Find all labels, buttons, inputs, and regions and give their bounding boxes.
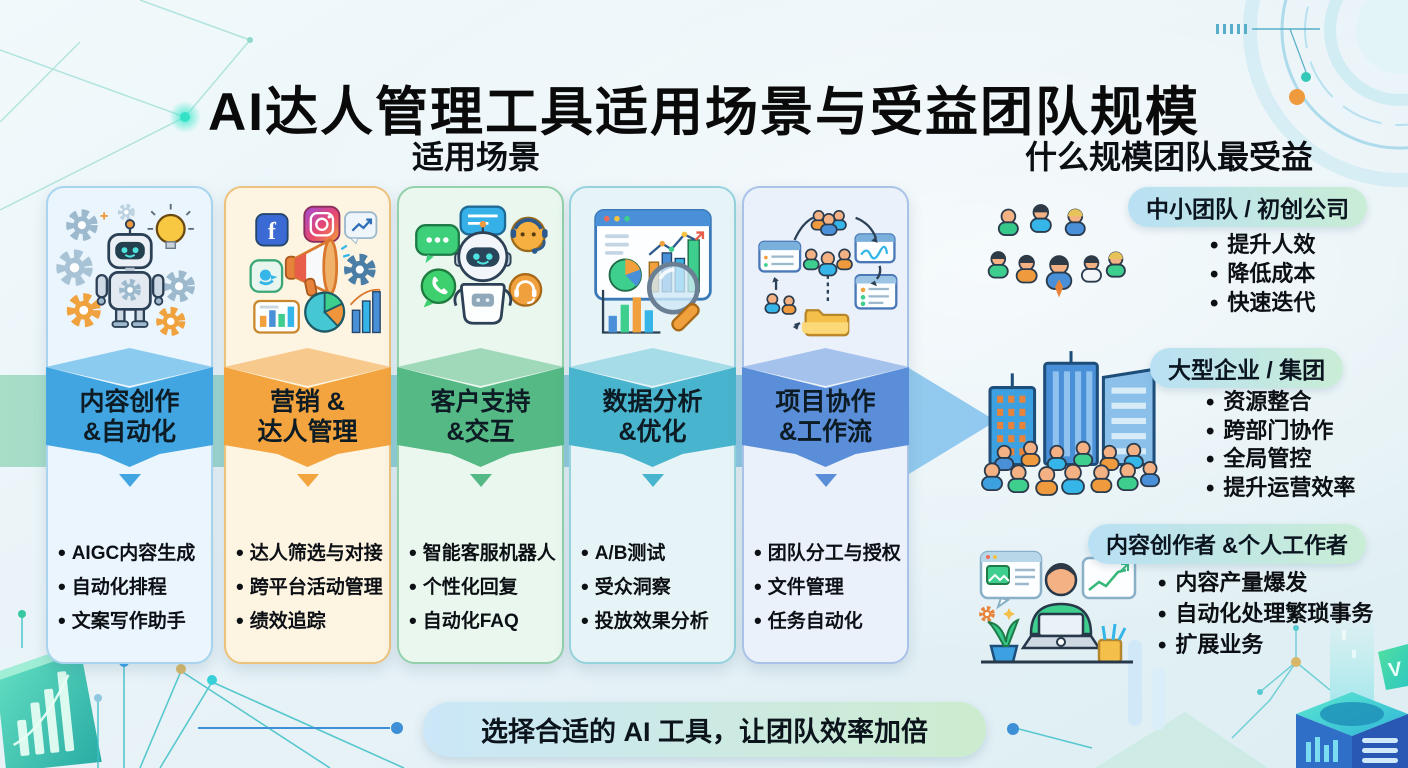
creator-icon: [975, 538, 1140, 673]
scenario-title-line1: 营销 &: [269, 388, 345, 416]
down-caret-icon: [118, 474, 141, 487]
team-size-badge: 大型企业 / 集团: [1150, 348, 1344, 388]
banner-connector-line-right: [1018, 728, 1093, 749]
robot-automation-icon: [48, 192, 211, 348]
benefit-item: 内容产量爆发: [1158, 568, 1373, 599]
node-dot: [1257, 689, 1263, 695]
down-caret-icon: [469, 474, 492, 487]
scenario-title-line1: 项目协作: [775, 388, 876, 416]
down-caret-icon: [296, 474, 319, 487]
scenario-item: 投放效果分析: [581, 604, 730, 638]
scenario-item: AIGC内容生成: [58, 536, 207, 570]
scenario-item: A/B测试: [581, 536, 730, 570]
mint-wedge: [1095, 712, 1268, 768]
scenario-card-4: 数据分析 &优化 A/B测试受众洞察投放效果分析: [569, 186, 736, 664]
scenario-title-line2: &交互: [446, 418, 515, 446]
node-dot: [176, 664, 186, 674]
benefit-item-list: 资源整合跨部门协作全局管控提升运营效率: [1206, 388, 1355, 502]
scenario-item: 智能客服机器人: [409, 536, 558, 570]
collaboration-workflow-icon: [744, 192, 907, 348]
page-title: AI达人管理工具适用场景与受益团队规模: [208, 82, 1200, 142]
scenario-title-line2: &工作流: [778, 418, 873, 446]
benefit-item: 扩展业务: [1158, 630, 1373, 661]
v-badge: [1378, 644, 1408, 690]
benefit-item: 自动化处理繁琐事务: [1158, 599, 1373, 630]
scenario-item: 跨平台活动管理: [236, 570, 385, 604]
scenario-item: 团队分工与授权: [754, 536, 903, 570]
dash-marks: [1216, 24, 1247, 34]
scenario-item: 文件管理: [754, 570, 903, 604]
scenario-band: 内容创作 &自动化: [46, 348, 213, 498]
svg-text:V: V: [1387, 658, 1404, 682]
scenario-title-line2: 达人管理: [257, 418, 358, 446]
benefit-item: 提升运营效率: [1206, 474, 1355, 503]
node-dot: [247, 37, 253, 43]
scenario-item: 受众洞察: [581, 570, 730, 604]
scenario-item: 个性化回复: [409, 570, 558, 604]
small-team-icon: [978, 190, 1130, 332]
scenario-title-line2: &自动化: [82, 418, 177, 446]
scenario-item-list: 团队分工与授权文件管理任务自动化: [754, 536, 903, 638]
scenario-item: 自动化排程: [58, 570, 207, 604]
team-size-badge: 中小团队 / 初创公司: [1128, 187, 1368, 227]
benefit-item: 全局管控: [1206, 445, 1355, 474]
svg-text:f: f: [267, 219, 276, 245]
scenario-item-list: AIGC内容生成自动化排程文案写作助手: [58, 536, 207, 638]
benefit-item: 跨部门协作: [1206, 417, 1355, 446]
scenario-item: 自动化FAQ: [409, 604, 558, 638]
scenario-item: 达人筛选与对接: [236, 536, 385, 570]
benefit-item-list: 内容产量爆发自动化处理繁琐事务扩展业务: [1158, 568, 1373, 661]
scenario-item-list: 达人筛选与对接跨平台活动管理绩效追踪: [236, 536, 385, 638]
scenario-band: 营销 & 达人管理: [224, 348, 391, 498]
teams-header: 什么规模团队最受益: [1024, 139, 1313, 175]
scenario-card-2: f 营销 & 达人管理 达人筛选与对接跨平台活动管理绩效追踪: [224, 186, 391, 664]
scenario-item: 文案写作助手: [58, 604, 207, 638]
scenario-band: 数据分析 &优化: [569, 348, 736, 498]
banner-connector-dot-left: [391, 722, 403, 734]
benefit-item: 提升人效: [1210, 231, 1315, 260]
scenario-title-line2: &优化: [618, 418, 687, 446]
benefit-item: 快速迭代: [1210, 289, 1315, 318]
scenario-card-3: 客户支持 &交互 智能客服机器人个性化回复自动化FAQ: [397, 186, 564, 664]
scenario-title-line1: 客户支持: [430, 388, 531, 416]
banner-connector-dot-right: [1007, 723, 1019, 735]
enterprise-icon: [972, 343, 1168, 505]
node-dot: [18, 610, 26, 618]
scenario-band: 项目协作 &工作流: [742, 348, 909, 498]
node-dot: [94, 694, 102, 702]
scenario-card-1: 内容创作 &自动化 AIGC内容生成自动化排程文案写作助手: [46, 186, 213, 664]
down-caret-icon: [814, 474, 837, 487]
scenario-item: 任务自动化: [754, 604, 903, 638]
benefit-item: 降低成本: [1210, 260, 1315, 289]
light-streak: [1152, 668, 1165, 730]
scenario-item: 绩效追踪: [236, 604, 385, 638]
down-caret-icon: [641, 474, 664, 487]
data-analytics-icon: [571, 192, 734, 348]
benefit-item: 资源整合: [1206, 388, 1355, 417]
scenario-title-line1: 内容创作: [79, 388, 180, 416]
benefit-item-list: 提升人效降低成本快速迭代: [1210, 231, 1315, 318]
chatbot-support-icon: [399, 192, 562, 348]
team-size-badge: 内容创作者 &个人工作者: [1088, 524, 1367, 564]
scenarios-header: 适用场景: [411, 139, 540, 175]
scenario-card-5: 项目协作 &工作流 团队分工与授权文件管理任务自动化: [742, 186, 909, 664]
node-dot: [207, 675, 217, 685]
scenario-item-list: 智能客服机器人个性化回复自动化FAQ: [409, 536, 558, 638]
scenario-title-line1: 数据分析: [602, 388, 703, 416]
scenario-band: 客户支持 &交互: [397, 348, 564, 498]
scenario-item-list: A/B测试受众洞察投放效果分析: [581, 536, 730, 638]
marketing-social-icon: f: [226, 192, 389, 348]
footer-banner: 选择合适的 AI 工具，让团队效率加倍: [423, 702, 986, 757]
